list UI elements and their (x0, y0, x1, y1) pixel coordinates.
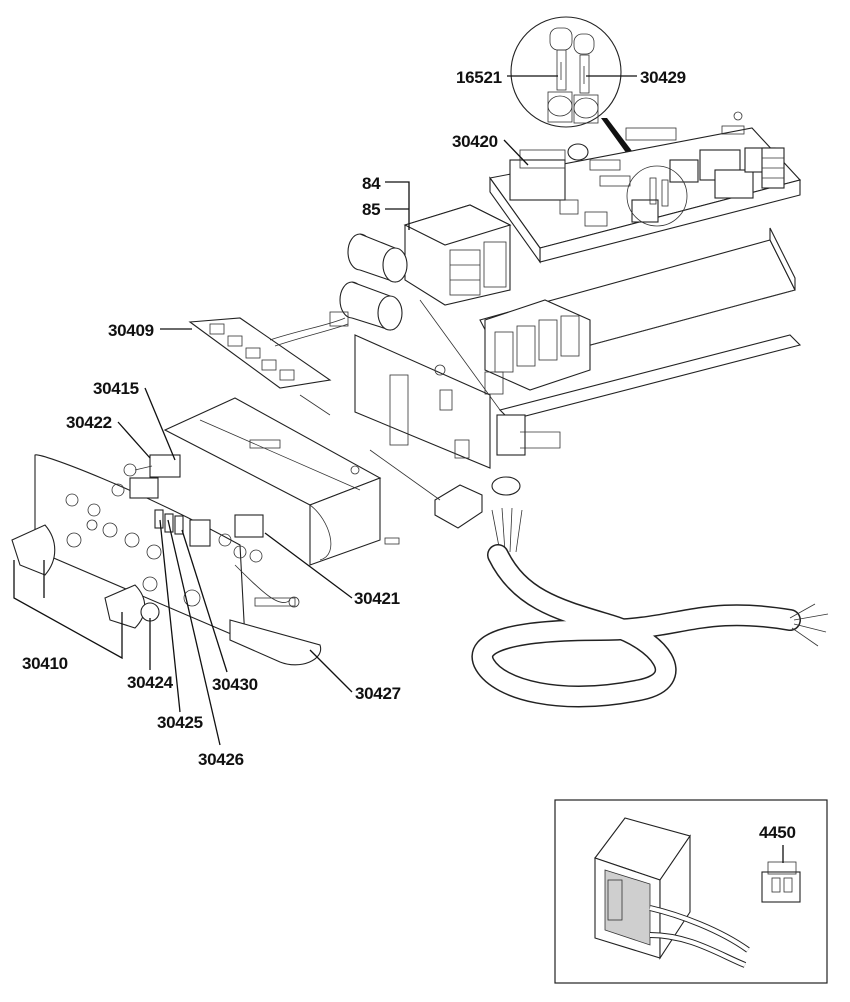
leader-lines (13, 75, 784, 863)
capacitors (339, 233, 408, 331)
power-cable (471, 476, 829, 708)
label-30415: 30415 (93, 379, 139, 398)
label-30409: 30409 (108, 321, 154, 340)
callout-labels: 16521 30429 30420 84 85 30409 30415 3042… (22, 68, 796, 842)
potentiometer-30421 (218, 514, 264, 563)
contactor-block (403, 204, 512, 306)
screw-rod (254, 596, 300, 608)
screw-small (384, 537, 400, 545)
control-housing (163, 394, 382, 566)
label-30420: 30420 (452, 132, 498, 151)
potentiometer-30422 (111, 477, 159, 499)
label-30424: 30424 (127, 673, 174, 692)
mounting-plate (354, 334, 561, 469)
label-30426: 30426 (198, 750, 244, 769)
label-30429: 30429 (640, 68, 686, 87)
label-85: 85 (362, 200, 380, 219)
bottom-cover (229, 564, 322, 666)
knob-left (11, 524, 56, 576)
membrane-keypad (188, 311, 349, 389)
potentiometer-30415 (123, 454, 181, 478)
label-30425: 30425 (157, 713, 203, 732)
label-30430: 30430 (212, 675, 258, 694)
knob-right (104, 584, 146, 629)
label-30421: 30421 (354, 589, 400, 608)
label-30422: 30422 (66, 413, 112, 432)
cable-plug (369, 449, 483, 529)
label-4450: 4450 (759, 823, 796, 842)
label-16521: 16521 (456, 68, 502, 87)
label-30410: 30410 (22, 654, 68, 673)
main-pcb (489, 111, 802, 264)
label-30427: 30427 (355, 684, 401, 703)
terminal-blocks (484, 299, 591, 391)
label-84: 84 (362, 174, 381, 193)
fuse-detail-inset (510, 16, 622, 128)
rocker-switch-inset (554, 799, 828, 984)
